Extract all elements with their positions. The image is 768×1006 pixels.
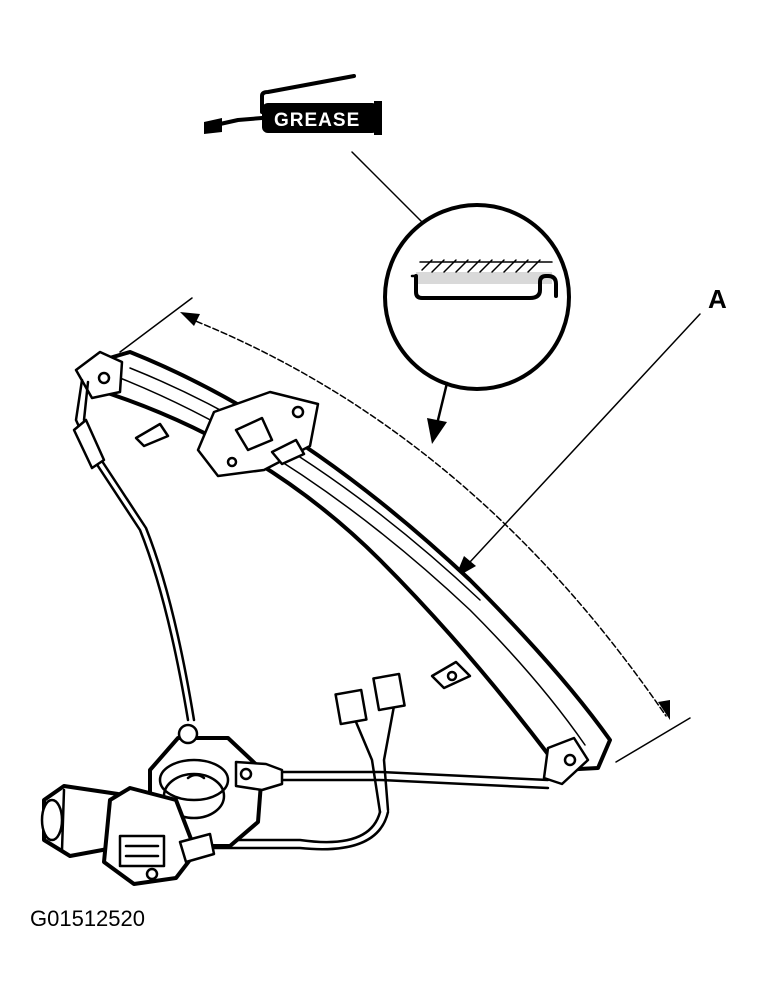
figure-id: G01512520 [30,906,145,931]
callout-label: A [708,284,727,314]
regulator-cables [72,378,550,790]
grease-gun-icon: GREASE [204,74,382,135]
detail-to-rail-arrow [427,381,449,444]
callout-a: A [455,284,727,578]
rail-length-dimension [119,297,691,763]
window-motor-icon [40,723,284,886]
electrical-connector-icon [208,672,406,851]
magnified-detail-circle [383,203,571,391]
glass-carrier [196,390,320,478]
grease-label: GREASE [274,110,360,131]
